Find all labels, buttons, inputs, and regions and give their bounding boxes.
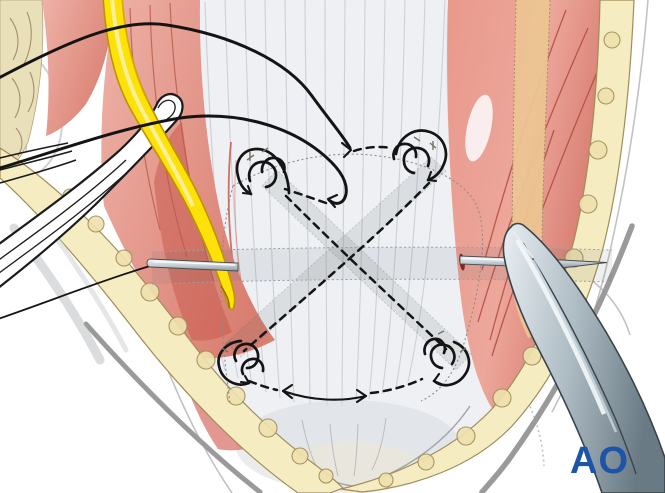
dashed-suture-diagonal-2 — [242, 181, 431, 353]
graft-augmentation-bands — [151, 156, 613, 371]
surgical-forceps — [502, 222, 665, 493]
bottom-double-arrow-suture — [281, 389, 368, 401]
suture-thread-to-left-pin — [0, 265, 151, 320]
cross-stitch-suture-pattern — [0, 22, 471, 404]
transverse-pin-left — [146, 258, 239, 272]
langenbeck-retractor — [0, 92, 184, 365]
transverse-band — [152, 247, 612, 284]
dashed-suture-diagonal-1 — [284, 194, 448, 351]
skin-edge-outline — [83, 223, 635, 493]
suture-loop-cluster-lower-left — [217, 339, 265, 386]
graft-band-x2 — [225, 156, 447, 358]
fat-band-right — [340, 0, 635, 493]
dashed-suture-top-right — [352, 145, 393, 153]
suture-loop-cluster-lower-right — [423, 330, 471, 387]
free-thread-upper — [0, 22, 352, 150]
subcutaneous-fat-wound-edge — [0, 0, 635, 493]
suture-loop-cluster-upper-right — [392, 129, 448, 183]
ao-foundation-logo: AO — [570, 440, 629, 482]
fascia-highlight — [465, 94, 493, 162]
free-thread-middle — [0, 114, 348, 205]
graft-band-x1 — [261, 169, 472, 371]
nerve-trunk — [102, 0, 236, 311]
fat-lobules — [62, 31, 621, 488]
suture-loop-cluster-upper-left — [235, 147, 291, 196]
yellow-nerve — [102, 0, 236, 311]
